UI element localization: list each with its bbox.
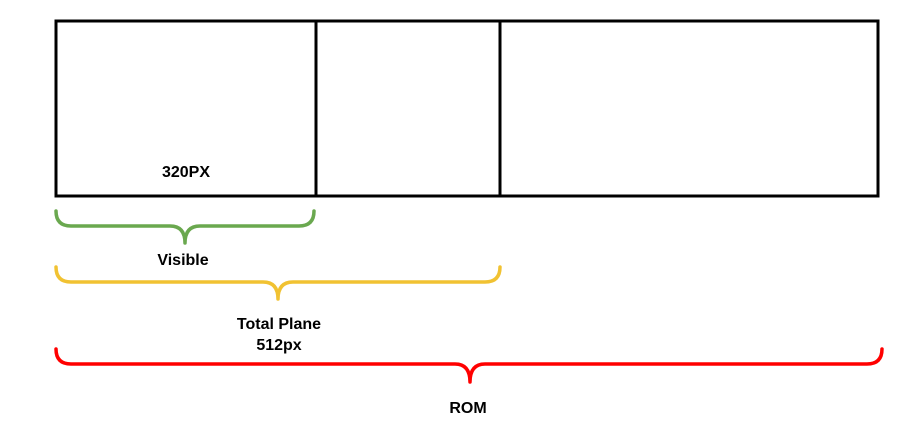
visible-label: Visible	[157, 252, 208, 269]
visible-width-label: 320PX	[162, 164, 210, 181]
total-plane-label: Total Plane	[237, 316, 321, 333]
total-plane-size-label: 512px	[256, 337, 301, 354]
rom-strip-outline	[54, 19, 880, 198]
rom-label: ROM	[449, 400, 486, 417]
rom-brace	[54, 347, 884, 384]
visible-brace	[54, 209, 316, 245]
total-plane-brace	[54, 265, 502, 301]
